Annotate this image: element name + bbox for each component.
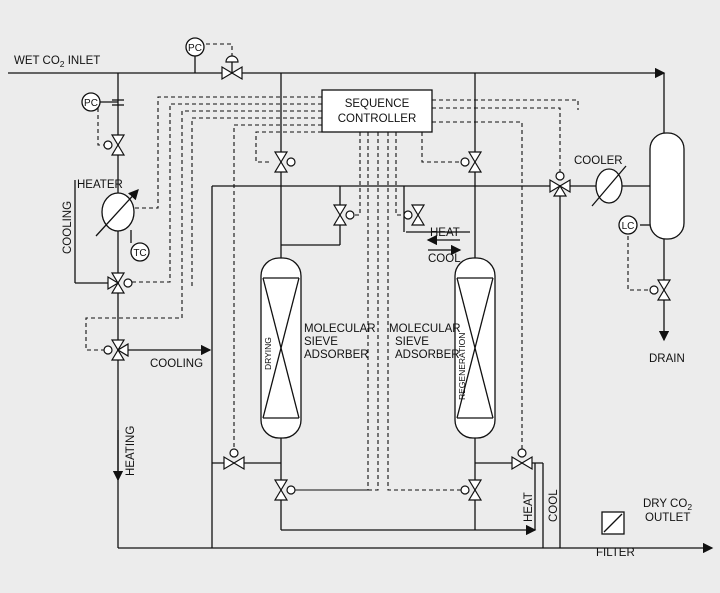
adsorber-right-line2: SIEVE: [395, 336, 429, 348]
valve-left-cooling: [103, 339, 129, 361]
valve-drying-top: [273, 151, 296, 173]
tc-label: TC: [133, 248, 146, 259]
drain-label: DRAIN: [649, 353, 685, 365]
drying-column: [260, 257, 302, 439]
filter: [601, 511, 625, 535]
heater-label: HEATER: [77, 179, 123, 191]
valve-three-way-right: [549, 171, 571, 197]
adsorber-left-line2: SIEVE: [304, 336, 338, 348]
sequence-controller: SEQUENCE CONTROLLER: [321, 89, 433, 133]
valve-heat-line: [403, 204, 426, 226]
pc-left-instrument: PC: [81, 92, 124, 112]
pc-left-label: PC: [84, 98, 98, 109]
valve-regen-top: [460, 151, 483, 173]
cooler-label: COOLER: [574, 155, 623, 167]
valve-left-heater: [107, 272, 133, 294]
wet-inlet-label: WET CO2 INLET: [14, 55, 100, 69]
filter-label: FILTER: [596, 547, 635, 559]
tc-instrument: TC: [130, 230, 150, 262]
valve-drying-bottom: [273, 479, 296, 501]
dry-outlet-label-line2: OUTLET: [645, 512, 690, 524]
valve-top: [221, 55, 243, 81]
lc-label: LC: [622, 221, 635, 232]
heater: [95, 189, 139, 237]
cooling-horizontal-label: COOLING: [150, 358, 203, 370]
adsorber-right-line1: MOLECULAR: [389, 323, 461, 335]
sequence-controller-line1: SEQUENCE: [345, 98, 410, 110]
regeneration-label: REGENERATION: [457, 333, 467, 400]
lc-instrument: LC: [618, 215, 650, 235]
process-lines: [8, 67, 714, 554]
heat-arrow-label: HEAT: [430, 227, 460, 239]
valve-drain: [649, 279, 672, 301]
regeneration-column: [454, 257, 496, 439]
pc-top-label: PC: [188, 43, 202, 54]
valve-left-pc: [103, 134, 126, 156]
valve-regen-bottom: [460, 479, 483, 501]
adsorber-left-line1: MOLECULAR: [304, 323, 376, 335]
heat-vertical-label: HEAT: [523, 492, 535, 522]
cooling-vertical-label: COOLING: [62, 201, 74, 254]
sequence-controller-line2: CONTROLLER: [338, 113, 417, 125]
drying-label: DRYING: [263, 337, 273, 370]
adsorber-right-line3: ADSORBER: [395, 349, 460, 361]
cooler: [591, 165, 627, 207]
knockout-drum: [649, 132, 685, 240]
heating-vertical-label: HEATING: [125, 426, 137, 476]
valve-regen-bottom-right: [511, 448, 533, 471]
valve-middle-bypass: [332, 204, 355, 226]
cool-vertical-label: COOL: [548, 489, 560, 522]
dry-outlet-label-line1: DRY CO2: [643, 498, 692, 512]
adsorber-left-line3: ADSORBER: [304, 349, 369, 361]
valve-drying-bottom-left: [223, 448, 245, 471]
cool-arrow-label: COOL: [428, 253, 461, 265]
pc-top-instrument: PC: [185, 37, 205, 73]
